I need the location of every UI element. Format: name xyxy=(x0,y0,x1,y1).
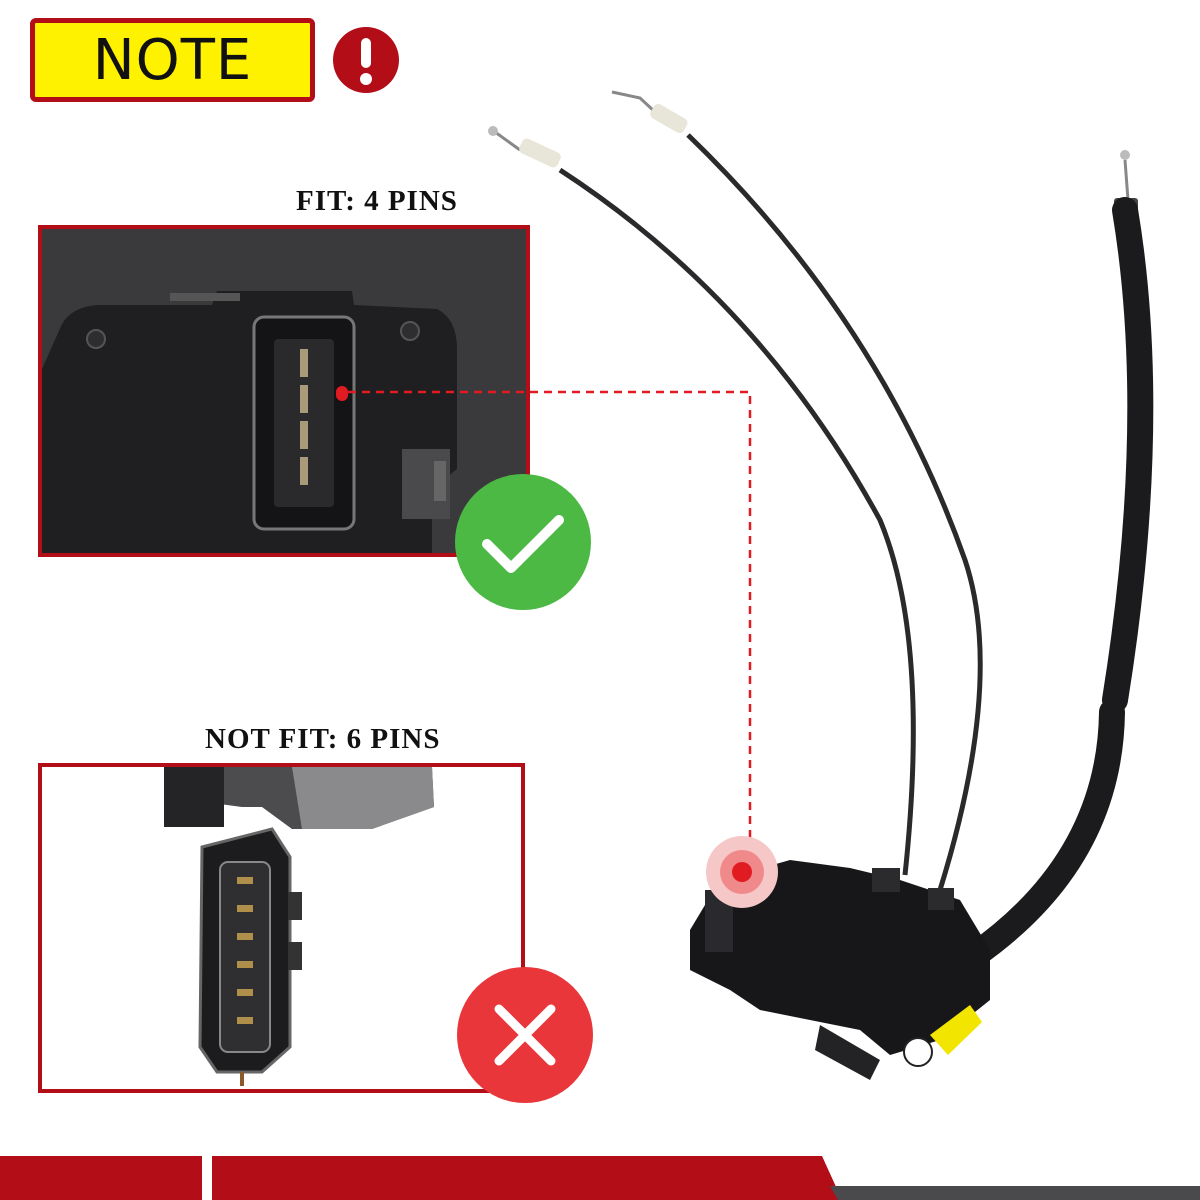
not-fit-connector-photo xyxy=(38,763,525,1093)
cross-icon xyxy=(457,967,593,1103)
note-banner: NOTE xyxy=(30,18,315,102)
not-fit-label: NOT FIT: 6 PINS xyxy=(205,723,441,755)
fit-label: FIT: 4 PINS xyxy=(296,185,458,217)
note-label: NOTE xyxy=(92,27,253,93)
check-icon xyxy=(455,474,591,610)
exclamation-icon xyxy=(333,27,399,93)
fit-connector-photo xyxy=(38,225,530,557)
